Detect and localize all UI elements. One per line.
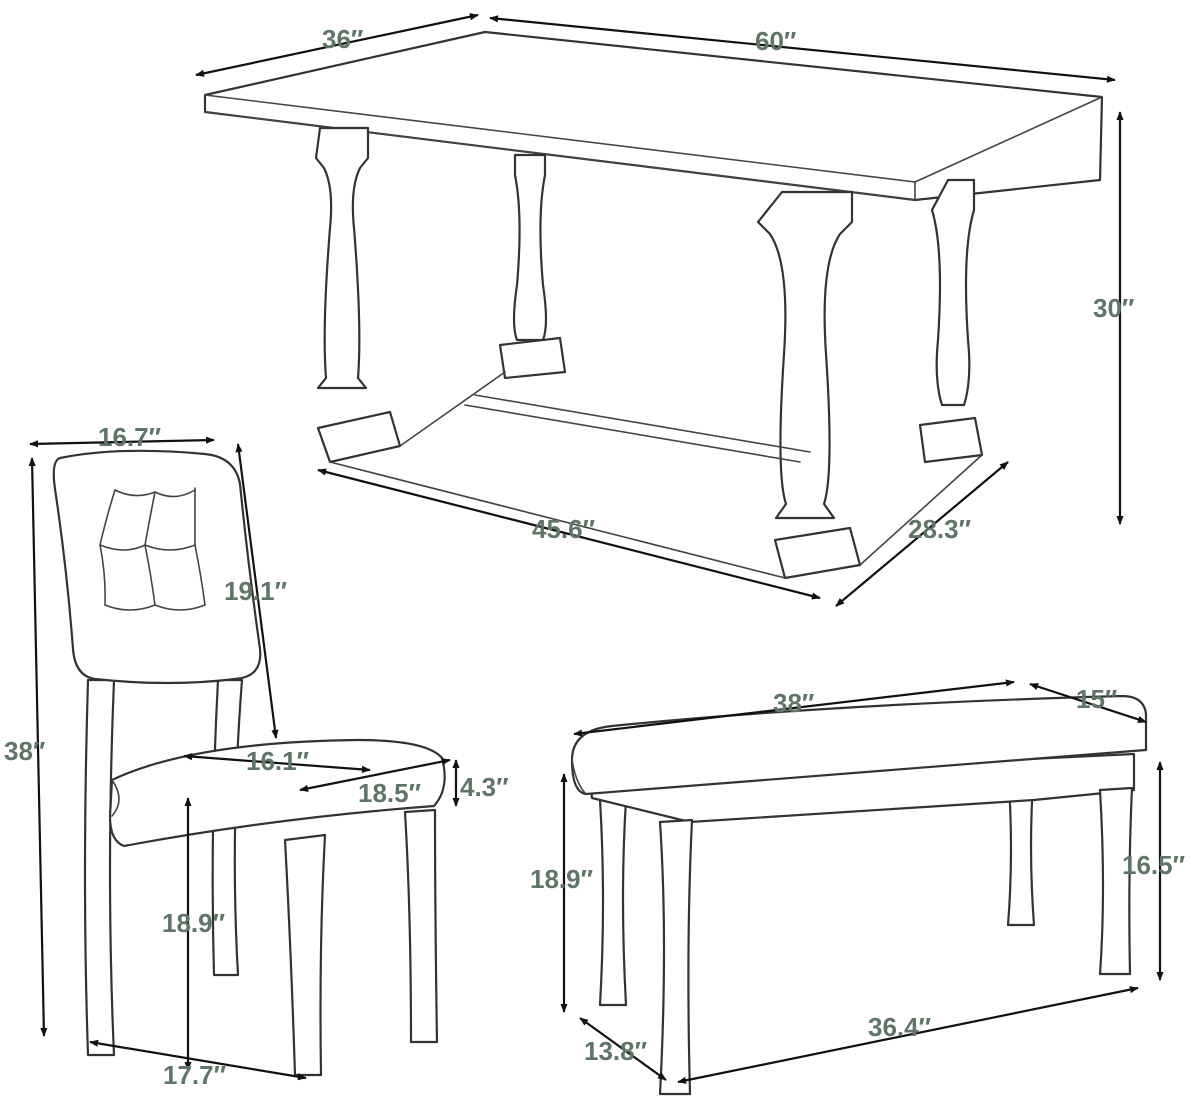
bench-depth-label: 15″	[1076, 684, 1117, 714]
table-foot-back-left	[498, 336, 567, 380]
chair-base-depth-label: 17.7″	[163, 1060, 226, 1090]
table-foot-back-right	[918, 416, 984, 464]
chair-seat-width-label: 16.1″	[246, 746, 309, 776]
bench-front-leg-left	[658, 818, 694, 1096]
bench-dimension-arrows	[560, 679, 1164, 1084]
chair-tufting	[99, 487, 206, 611]
table-height-label: 30″	[1093, 293, 1134, 323]
table-leg-back-right	[930, 178, 976, 407]
bench-height-right-label: 16.5″	[1122, 850, 1185, 880]
table-width-label: 36″	[322, 24, 363, 54]
bench-base-length-label: 36.4″	[868, 1012, 931, 1042]
chair-seat-thickness-label: 4.3″	[460, 772, 509, 802]
bench-back-leg-left	[598, 798, 628, 1007]
chair-seat-height-label: 18.9″	[162, 908, 225, 938]
dimension-labels: 36″ 60″ 30″ 45.6″ 28.3″ 16.7″ 19.1″ 38″ …	[4, 24, 1185, 1090]
bench-front-leg-right	[1098, 786, 1134, 976]
table-foot-front-right	[773, 526, 862, 580]
bench-height-left-label: 18.9″	[530, 864, 593, 894]
chair-back-width-label: 16.7″	[98, 422, 161, 452]
table-dimension-arrows	[195, 13, 1124, 607]
bench-back-leg-right	[1006, 768, 1036, 927]
chair-total-height-label: 38″	[4, 736, 45, 766]
bench-apron	[588, 752, 1136, 824]
chair-back-height-label: 19.1″	[224, 576, 287, 606]
table-length-label: 60″	[755, 26, 796, 56]
chair-front-leg-left	[283, 833, 327, 1077]
chair-backrest	[52, 449, 262, 685]
bench-drawing	[570, 694, 1148, 1096]
chair-back-leg-left	[83, 678, 116, 1057]
table-base-width-label: 28.3″	[908, 514, 971, 544]
table-leg-front-right	[756, 190, 854, 520]
table-leg-front-left	[314, 126, 370, 390]
table-leg-back-left	[512, 153, 548, 342]
chair-front-leg-right	[403, 808, 439, 1044]
bench-length-label: 38″	[773, 688, 814, 718]
bench-base-depth-label: 13.8″	[584, 1036, 647, 1066]
chair-seat-depth-label: 18.5″	[358, 778, 421, 808]
table-foot-left	[316, 410, 402, 464]
chair-dimension-arrows	[28, 436, 460, 1081]
table-base-length-label: 45.6″	[532, 514, 595, 544]
